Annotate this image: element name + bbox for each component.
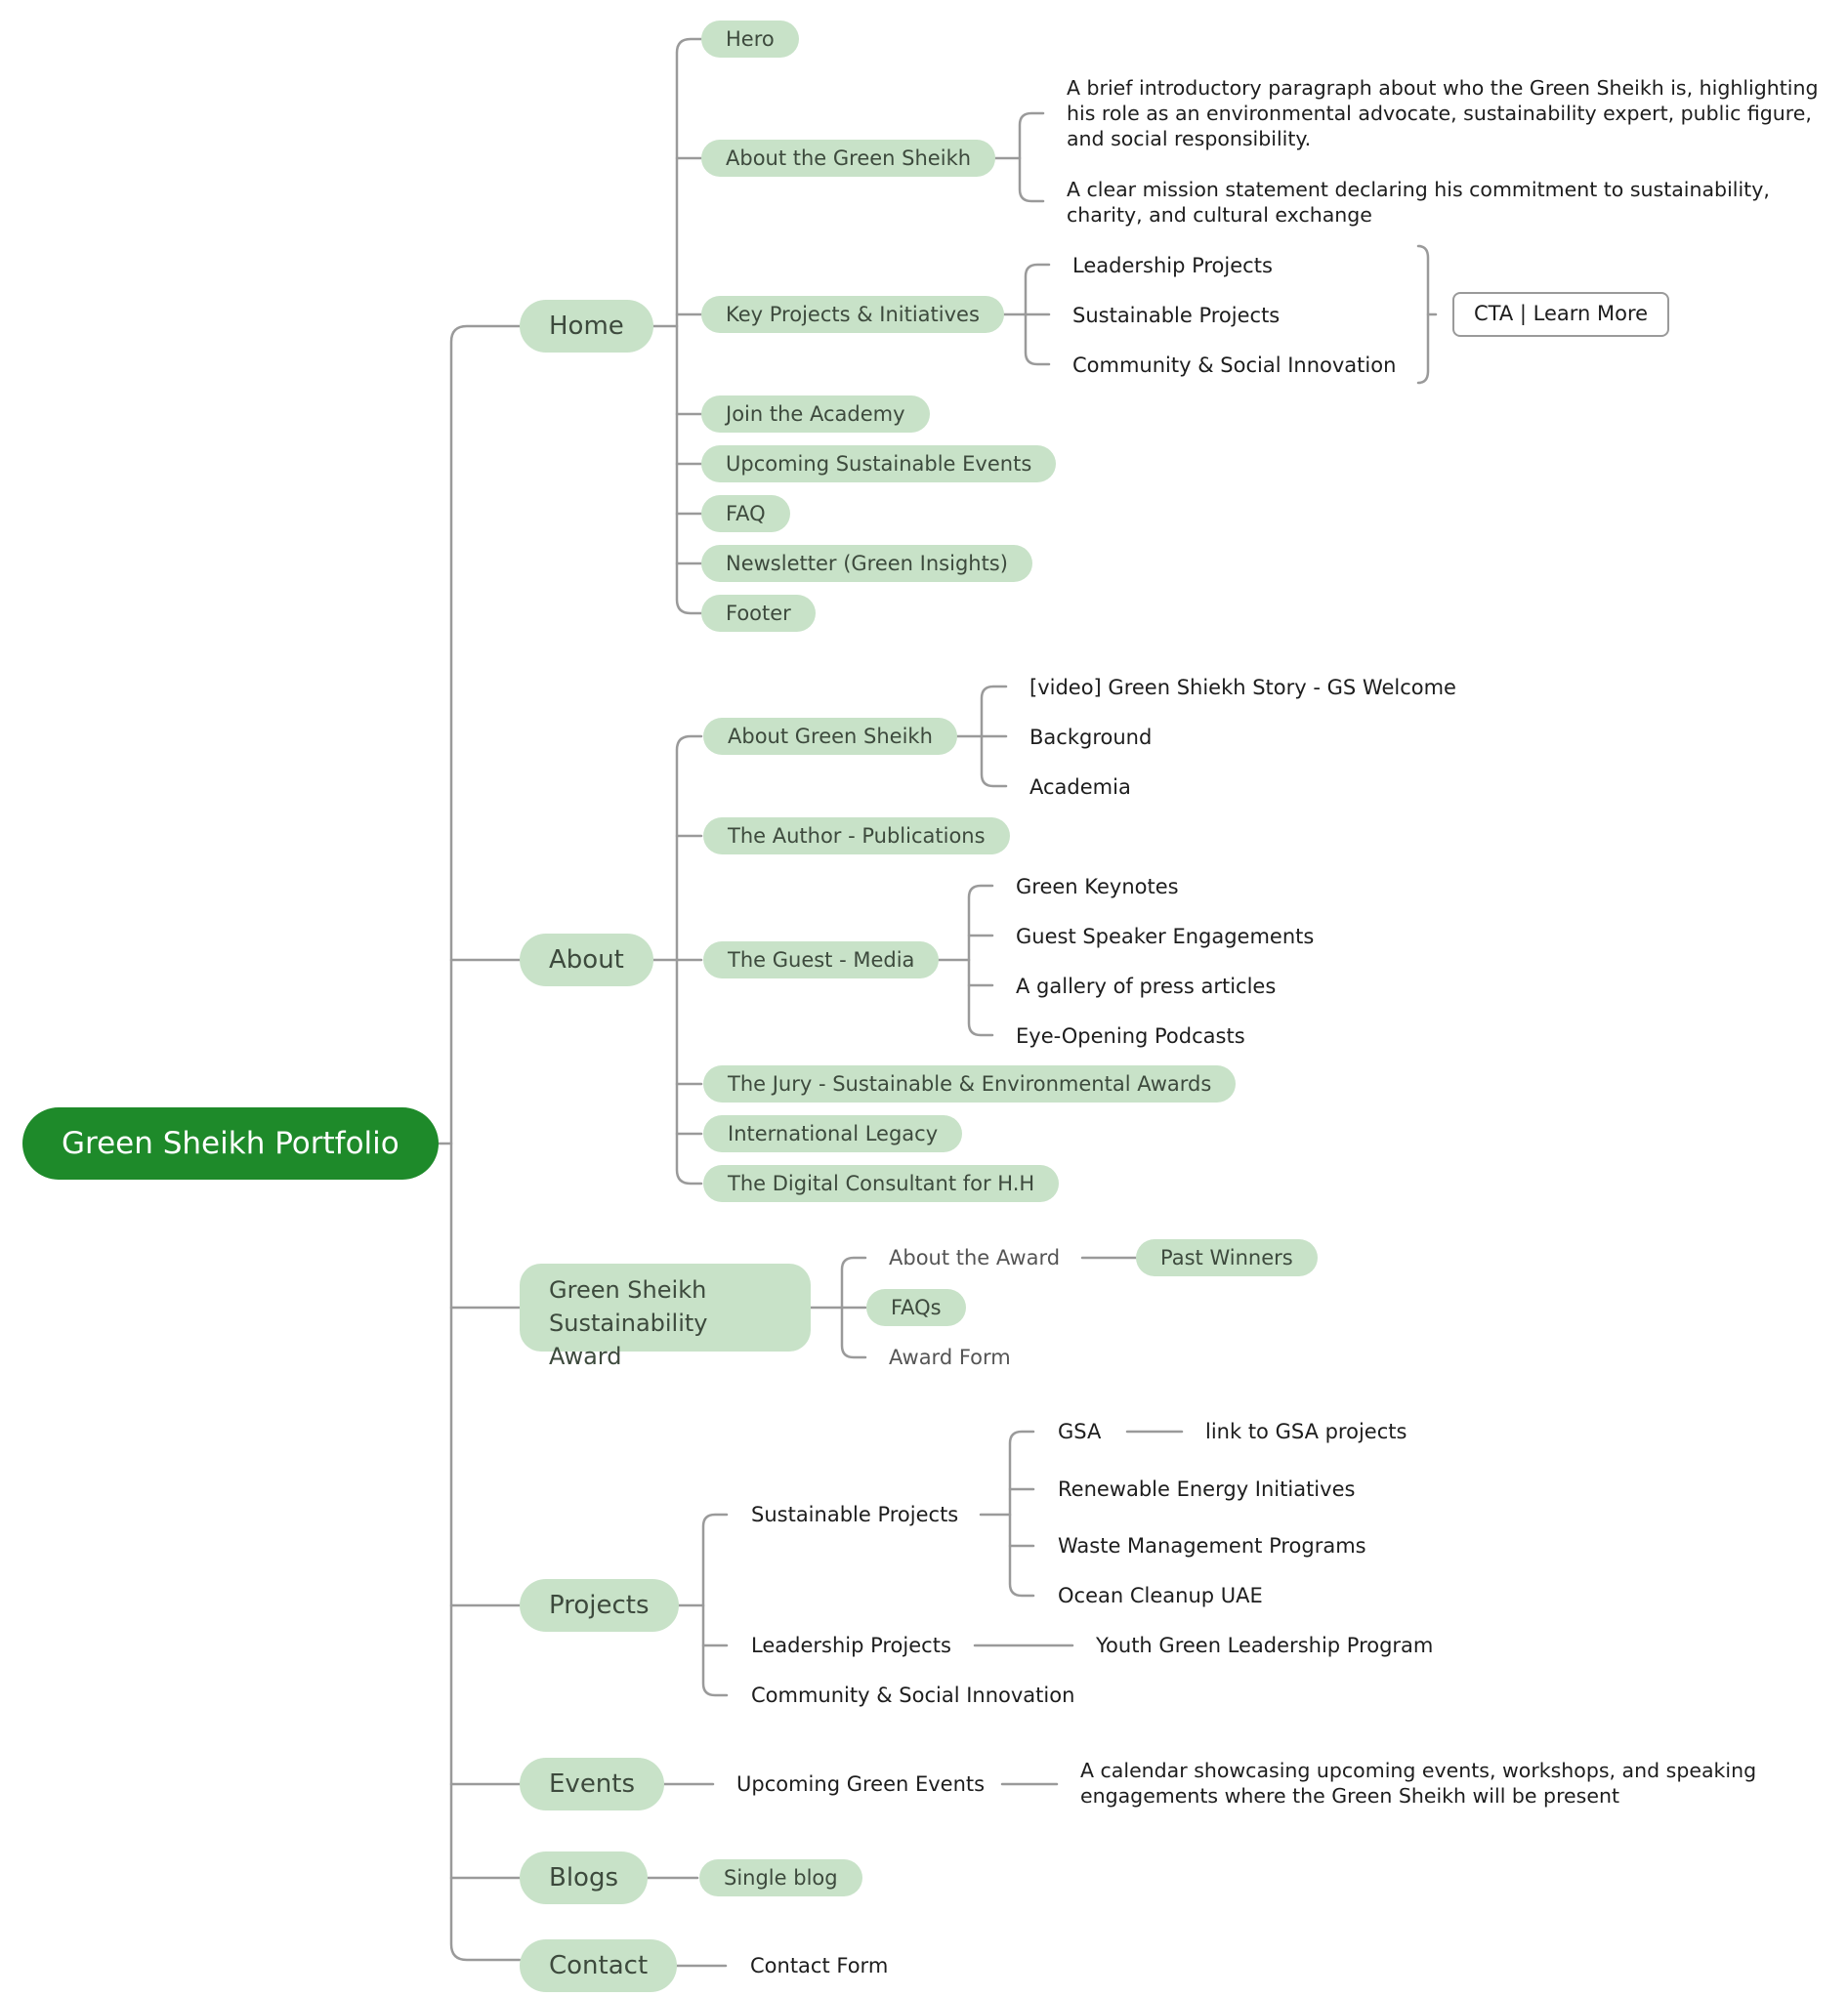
academia-item: Academia bbox=[1029, 775, 1131, 799]
projects-node[interactable]: Projects bbox=[520, 1579, 679, 1632]
contact-form-item: Contact Form bbox=[750, 1954, 889, 1977]
gsa-link-item: link to GSA projects bbox=[1205, 1420, 1407, 1443]
guest-speaker-item: Guest Speaker Engagements bbox=[1016, 925, 1315, 948]
waste-management-item: Waste Management Programs bbox=[1058, 1534, 1366, 1558]
upcoming-events-node[interactable]: Upcoming Sustainable Events bbox=[701, 445, 1057, 482]
join-academy-node[interactable]: Join the Academy bbox=[701, 395, 930, 433]
about-green-sheikh-node[interactable]: About the Green Sheikh bbox=[701, 140, 996, 177]
kp-community-item: Community & Social Innovation bbox=[1072, 354, 1397, 377]
key-projects-node[interactable]: Key Projects & Initiatives bbox=[701, 296, 1004, 333]
upcoming-green-events-item: Upcoming Green Events bbox=[736, 1772, 986, 1796]
jury-node[interactable]: The Jury - Sustainable & Environmental A… bbox=[703, 1065, 1237, 1103]
events-calendar-text: A calendar showcasing upcoming events, w… bbox=[1080, 1759, 1757, 1808]
home-node[interactable]: Home bbox=[520, 300, 653, 353]
faq-node[interactable]: FAQ bbox=[701, 495, 790, 532]
root-node[interactable]: Green Sheikh Portfolio bbox=[22, 1107, 439, 1180]
footer-node[interactable]: Footer bbox=[701, 595, 816, 632]
kp-sustainable-item: Sustainable Projects bbox=[1072, 304, 1281, 327]
international-legacy-node[interactable]: International Legacy bbox=[703, 1115, 963, 1152]
past-winners-node[interactable]: Past Winners bbox=[1136, 1239, 1318, 1276]
sustainable-projects-item: Sustainable Projects bbox=[751, 1503, 959, 1526]
guest-media-node[interactable]: The Guest - Media bbox=[703, 941, 940, 978]
award-node[interactable]: Green Sheikh Sustainability Award bbox=[520, 1264, 811, 1370]
author-node[interactable]: The Author - Publications bbox=[703, 817, 1010, 854]
about-gs-node[interactable]: About Green Sheikh bbox=[703, 718, 957, 755]
video-story-item: [video] Green Shiekh Story - GS Welcome bbox=[1029, 676, 1456, 699]
about-node[interactable]: About bbox=[520, 934, 653, 986]
community-innovation-item: Community & Social Innovation bbox=[751, 1684, 1075, 1707]
press-gallery-item: A gallery of press articles bbox=[1016, 975, 1277, 998]
kp-leadership-item: Leadership Projects bbox=[1072, 254, 1273, 277]
single-blog-node[interactable]: Single blog bbox=[699, 1859, 862, 1896]
background-item: Background bbox=[1029, 726, 1153, 749]
newsletter-node[interactable]: Newsletter (Green Insights) bbox=[701, 545, 1032, 582]
events-node[interactable]: Events bbox=[520, 1758, 665, 1810]
about-award-item: About the Award bbox=[889, 1246, 1061, 1269]
contact-node[interactable]: Contact bbox=[520, 1939, 678, 1992]
award-form-item: Award Form bbox=[889, 1346, 1011, 1369]
award-faqs-node[interactable]: FAQs bbox=[866, 1289, 966, 1326]
blogs-node[interactable]: Blogs bbox=[520, 1851, 649, 1904]
digital-consultant-node[interactable]: The Digital Consultant for H.H bbox=[703, 1165, 1060, 1202]
mission-statement-text: A clear mission statement declaring his … bbox=[1067, 178, 1770, 227]
youth-leadership-item: Youth Green Leadership Program bbox=[1096, 1634, 1434, 1657]
hero-node[interactable]: Hero bbox=[701, 21, 799, 58]
renewable-energy-item: Renewable Energy Initiatives bbox=[1058, 1477, 1356, 1501]
cta-learn-more-button[interactable]: CTA | Learn More bbox=[1452, 292, 1670, 337]
podcasts-item: Eye-Opening Podcasts bbox=[1016, 1024, 1245, 1048]
about-intro-text: A brief introductory paragraph about who… bbox=[1067, 76, 1819, 150]
green-keynotes-item: Green Keynotes bbox=[1016, 875, 1179, 898]
gsa-item: GSA bbox=[1058, 1420, 1102, 1443]
ocean-cleanup-item: Ocean Cleanup UAE bbox=[1058, 1584, 1263, 1607]
leadership-projects-item: Leadership Projects bbox=[751, 1634, 951, 1657]
